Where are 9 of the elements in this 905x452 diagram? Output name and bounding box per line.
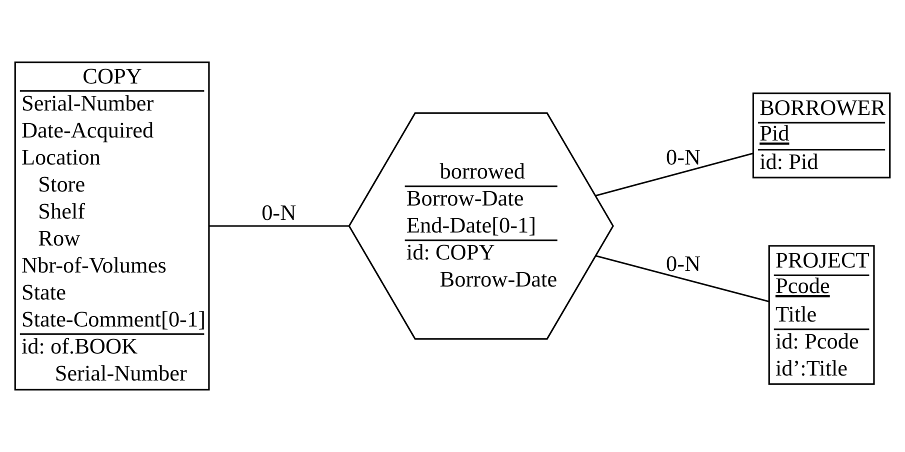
connector [596, 255, 769, 302]
node-box: BORROWER Pid id: Pid [752, 92, 891, 178]
edge-label: 0-N [262, 200, 296, 225]
connector [209, 225, 349, 227]
node-box: COPY Serial-Number Date-Acquired Location Store Shelf Row Nbr-of-Volumes State State-Comment[0-1] id: of.BOOK Serial-Number [14, 62, 210, 390]
connector [595, 152, 754, 196]
edge-label: 0-N [666, 144, 701, 170]
node-box: PROJECT Pcode Title id: Pcode id’:Title [768, 245, 875, 385]
edge-label: 0-N [666, 250, 701, 276]
